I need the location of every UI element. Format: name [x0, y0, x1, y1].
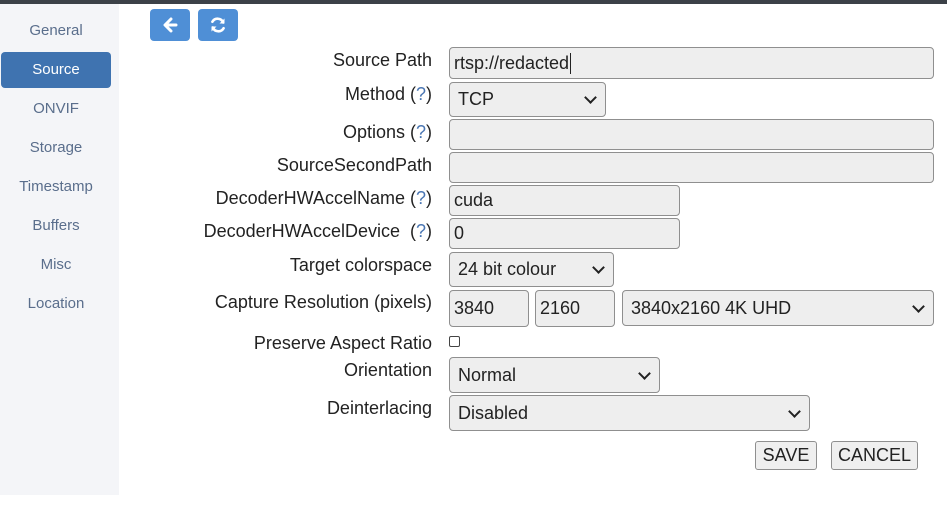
source-second-path-label: SourceSecondPath — [276, 155, 432, 175]
decoder-hw-accel-device-help-link[interactable]: ? — [415, 221, 426, 241]
capture-resolution-label: Capture Resolution (pixels) — [214, 292, 432, 312]
sidebar-item-storage[interactable]: Storage — [29, 139, 83, 156]
refresh-icon — [211, 17, 225, 33]
save-button[interactable]: SAVE — [755, 441, 817, 470]
method-selected-value: TCP — [458, 89, 494, 109]
preserve-aspect-ratio-label: Preserve Aspect Ratio — [253, 333, 432, 353]
sidebar-item-timestamp[interactable]: Timestamp — [19, 178, 93, 195]
sidebar-item-misc[interactable]: Misc — [40, 256, 72, 273]
target-colorspace-selected-value: 24 bit colour — [458, 259, 557, 279]
sidebar-item-buffers[interactable]: Buffers — [32, 217, 80, 234]
method-label: Method (?) — [344, 84, 432, 104]
deinterlacing-selected-value: Disabled — [458, 402, 529, 423]
orientation-selected-value: Normal — [458, 364, 517, 385]
decoder-hw-accel-device-label-text: DecoderHWAccelDevice — [203, 221, 400, 241]
deinterlacing-label: Deinterlacing — [326, 398, 432, 418]
sidebar: General Source ONVIF Storage Timestamp B… — [0, 4, 119, 495]
back-button[interactable] — [150, 9, 190, 41]
chevron-down-icon — [592, 261, 605, 274]
sidebar-item-source[interactable]: Source — [1, 52, 111, 88]
source-path-value: rtsp://redacted — [454, 52, 570, 73]
sidebar-item-location[interactable]: Location — [27, 295, 85, 312]
preserve-aspect-ratio-checkbox[interactable] — [449, 336, 460, 347]
chevron-down-icon — [584, 91, 597, 104]
capture-width-input[interactable]: 3840 — [449, 290, 529, 327]
orientation-label: Orientation — [343, 360, 432, 380]
options-label-text: Options — [342, 122, 405, 142]
capture-resolution-preset-value: 3840x2160 4K UHD — [631, 297, 792, 318]
top-bar — [0, 0, 947, 4]
chevron-down-icon — [638, 366, 651, 380]
options-label: Options (?) — [342, 122, 432, 142]
decoder-hw-accel-device-input[interactable]: 0 — [449, 218, 680, 249]
sidebar-item-general[interactable]: General — [29, 22, 83, 39]
capture-height-input[interactable]: 2160 — [535, 290, 615, 327]
capture-height-value: 2160 — [540, 298, 581, 318]
decoder-hw-accel-device-label: DecoderHWAccelDevice (?) — [203, 221, 432, 241]
refresh-button[interactable] — [198, 9, 238, 41]
source-second-path-input[interactable] — [449, 152, 934, 183]
cancel-button[interactable]: CANCEL — [831, 441, 918, 470]
sidebar-item-onvif[interactable]: ONVIF — [33, 100, 79, 117]
decoder-hw-accel-name-label-text: DecoderHWAccelName — [215, 188, 405, 208]
chevron-down-icon — [912, 299, 925, 313]
decoder-hw-accel-name-value: cuda — [454, 190, 494, 210]
options-input[interactable] — [449, 119, 934, 150]
source-path-label: Source Path — [332, 50, 432, 70]
capture-width-value: 3840 — [454, 298, 495, 318]
chevron-down-icon — [788, 404, 801, 418]
method-label-text: Method — [344, 84, 405, 104]
arrow-left-icon — [163, 17, 178, 33]
source-path-input[interactable]: rtsp://redacted — [449, 47, 934, 79]
decoder-hw-accel-name-input[interactable]: cuda — [449, 185, 680, 216]
capture-resolution-preset-select[interactable]: 3840x2160 4K UHD — [622, 290, 934, 326]
decoder-hw-accel-name-label: DecoderHWAccelName (?) — [215, 188, 432, 208]
decoder-hw-accel-name-help-link[interactable]: ? — [415, 188, 426, 208]
method-select[interactable]: TCP — [449, 82, 606, 117]
method-help-link[interactable]: ? — [415, 84, 426, 104]
decoder-hw-accel-device-value: 0 — [454, 223, 465, 243]
options-help-link[interactable]: ? — [415, 122, 426, 142]
text-cursor — [570, 52, 572, 74]
deinterlacing-select[interactable]: Disabled — [449, 395, 810, 431]
target-colorspace-label: Target colorspace — [289, 255, 432, 275]
orientation-select[interactable]: Normal — [449, 357, 660, 393]
target-colorspace-select[interactable]: 24 bit colour — [449, 252, 614, 287]
